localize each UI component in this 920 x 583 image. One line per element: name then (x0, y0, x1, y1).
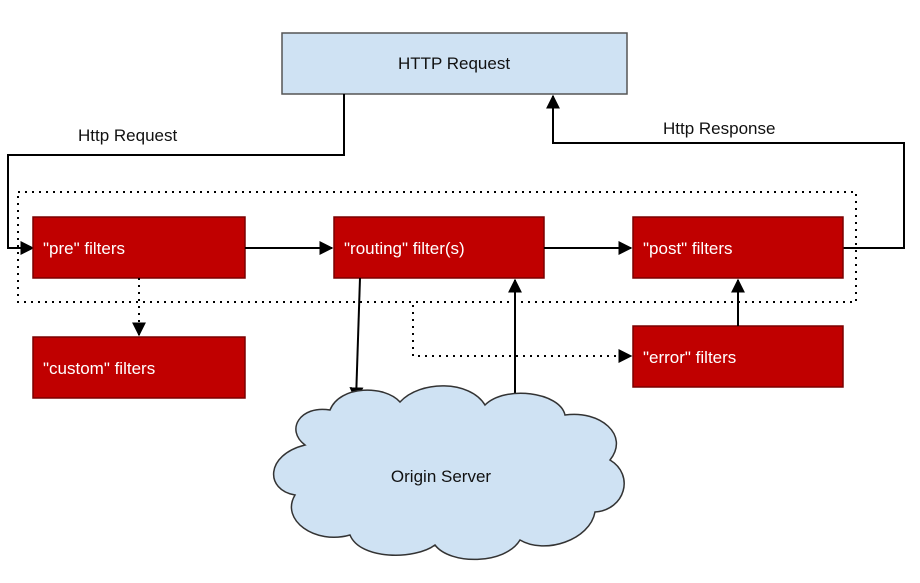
error-filters-box (632, 325, 844, 388)
error-filters-label: "error" filters (643, 348, 736, 367)
origin-server-cloud (272, 385, 625, 561)
post-filters-box (632, 216, 844, 279)
response-edge-label: Http Response (663, 119, 775, 138)
routing-filters-box (333, 216, 545, 279)
post-filters-label: "post" filters (643, 239, 733, 258)
http-request-box (281, 32, 628, 95)
routing-to-origin-arrow (349, 277, 364, 402)
to-error-dotted-arrow (412, 305, 633, 363)
response-flow-line (546, 94, 905, 249)
pre-filters-label: "pre" filters (43, 239, 125, 258)
request-edge-label: Http Request (78, 126, 177, 145)
routing-filters-label: "routing" filter(s) (344, 239, 465, 258)
request-flow-line (7, 94, 345, 255)
http-request-label: HTTP Request (398, 54, 510, 73)
origin-server-label: Origin Server (391, 467, 491, 486)
custom-filters-box (32, 336, 246, 399)
custom-filters-label: "custom" filters (43, 359, 155, 378)
